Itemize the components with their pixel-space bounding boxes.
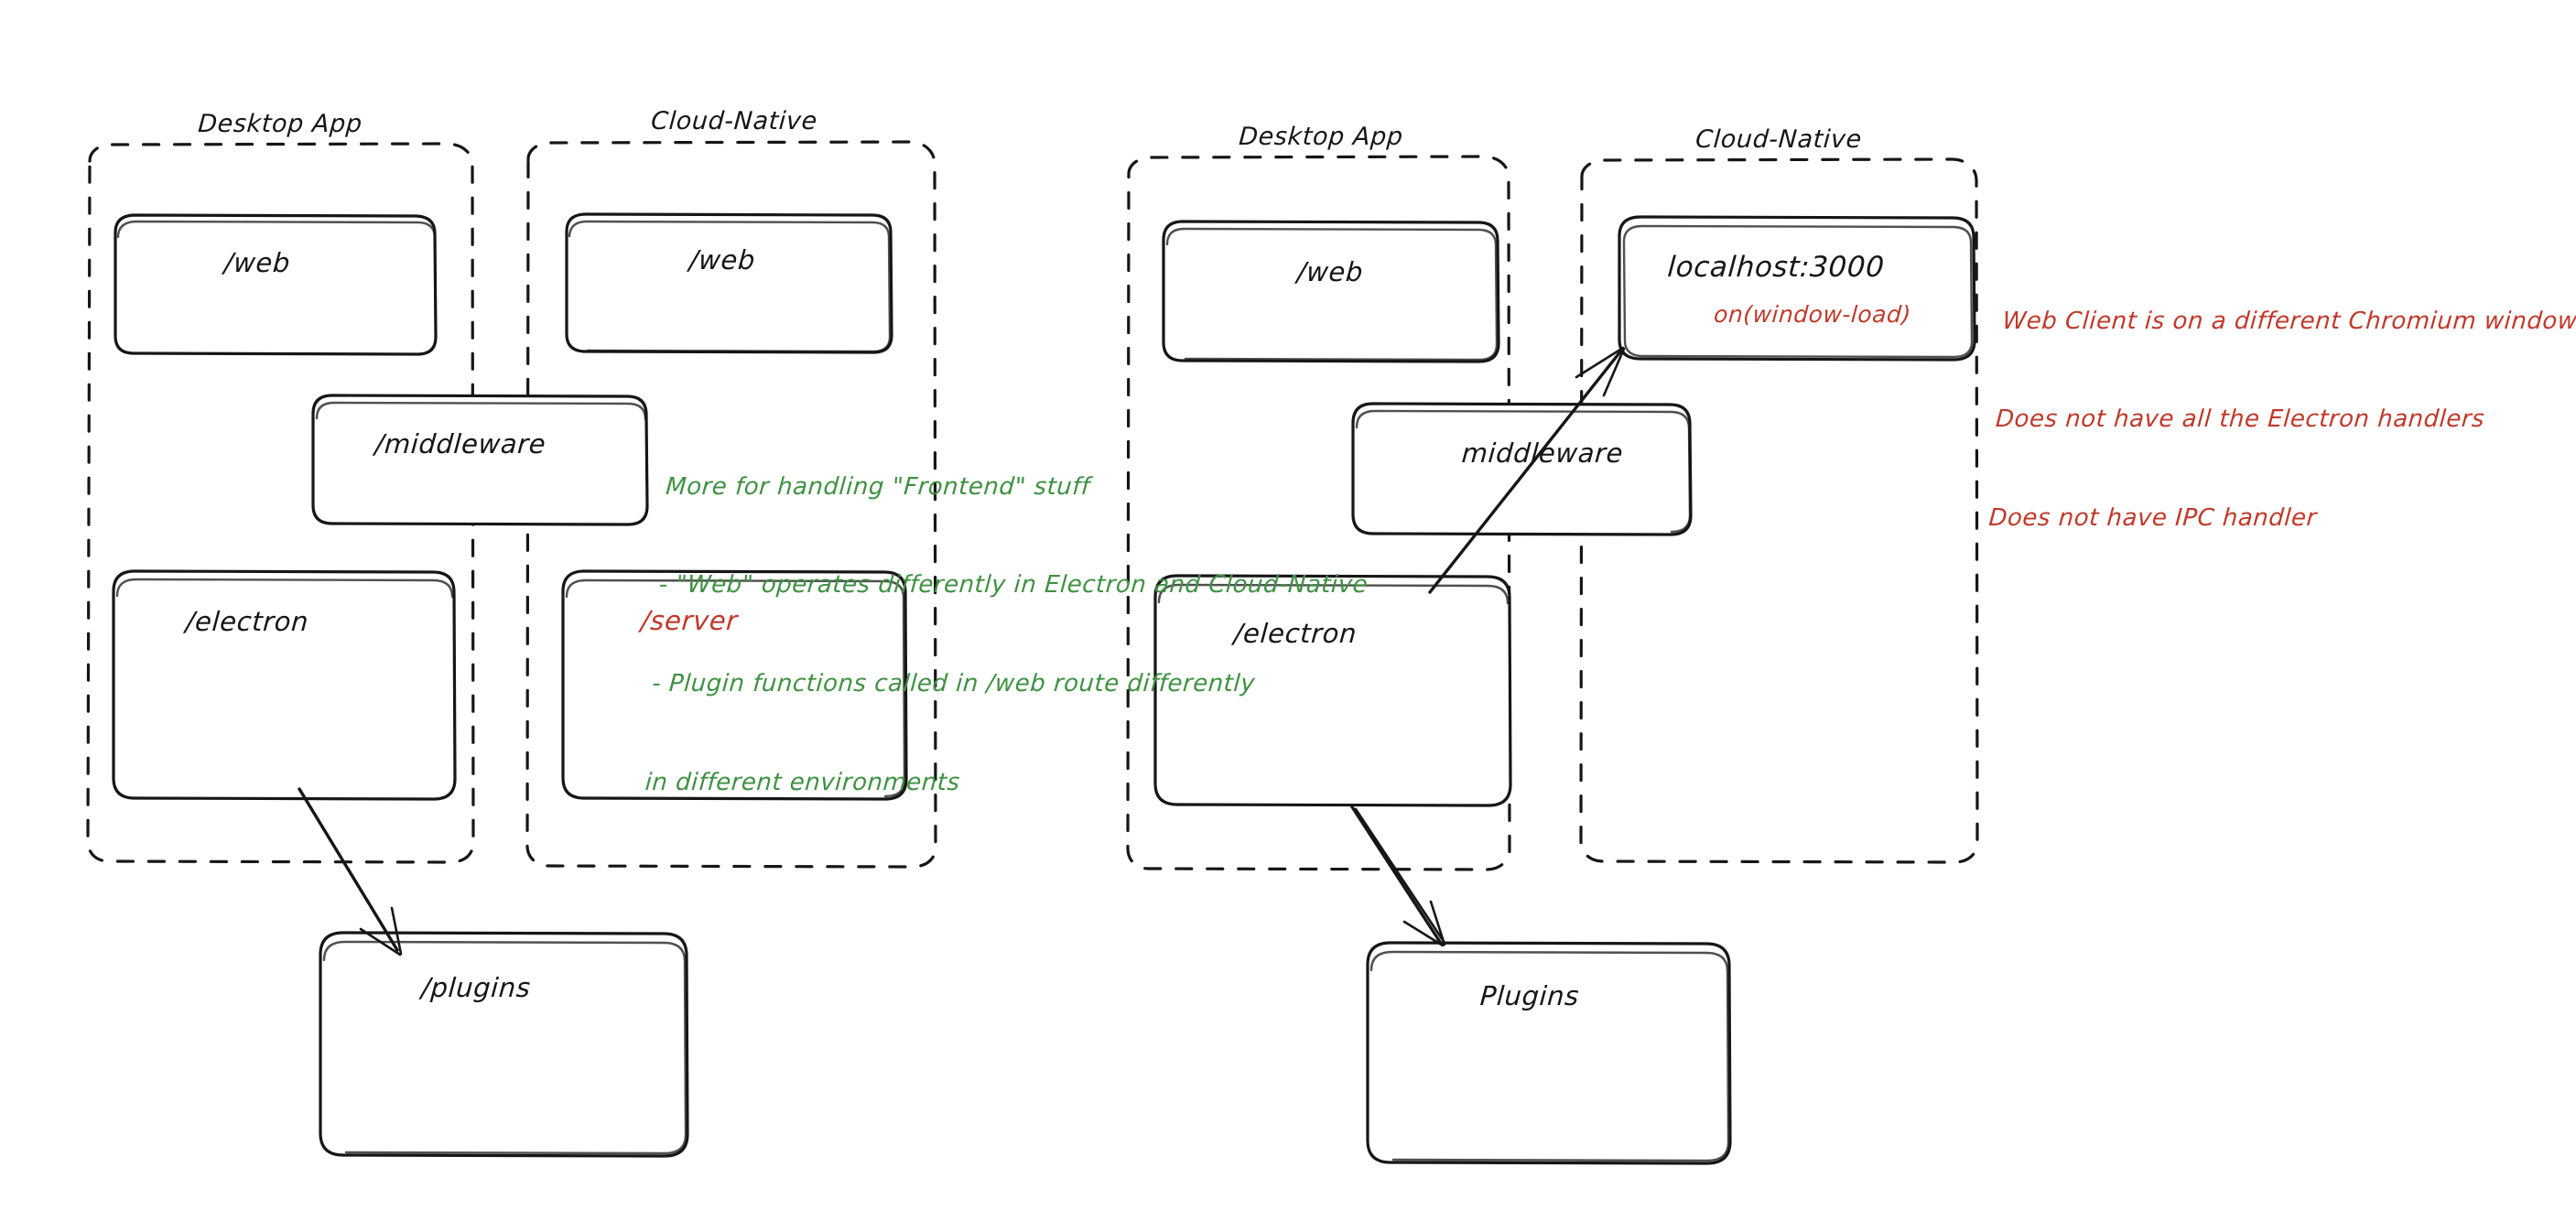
node-label-left-electron: /electron (184, 606, 310, 637)
node-right-plugins (1366, 941, 1732, 1165)
node-left-cloud-web (565, 212, 893, 354)
node-label-left-middleware: /middleware (373, 428, 547, 459)
node-left-plugins (319, 931, 689, 1158)
node-label-right-middleware: middleware (1460, 438, 1625, 469)
node-sublabel-right-localhost: on(window-load) (1713, 301, 1912, 328)
node-right-electron (1153, 574, 1512, 807)
arrow-right-electron-to-plugins (1349, 804, 1446, 947)
group-right-cloud-native (1579, 157, 1979, 864)
arrow-right-electron-to-localhost (1428, 346, 1626, 594)
node-right-middleware (1351, 402, 1693, 536)
group-right-desktop-app (1126, 155, 1511, 871)
group-label-left-desktop-app: Desktop App (197, 110, 363, 138)
node-label-left-desktop-web: /web (222, 247, 292, 278)
arrow-left-electron-to-plugins (298, 787, 403, 956)
node-left-server (561, 569, 908, 801)
annotation-red-line-2: Does not have all the Electron handlers (1995, 405, 2486, 434)
annotation-green-line-2: - "Web" operates differently in Electron… (657, 571, 1369, 600)
node-left-electron (112, 569, 457, 801)
node-left-desktop-web (114, 213, 438, 356)
node-right-desktop-web (1162, 220, 1500, 363)
group-label-right-desktop-app: Desktop App (1238, 123, 1404, 151)
node-label-left-plugins: /plugins (420, 972, 532, 1003)
node-label-right-electron: /electron (1232, 618, 1358, 649)
annotation-green-line-3: - Plugin functions called in /web route … (651, 670, 1257, 697)
group-label-right-cloud-native: Cloud-Native (1694, 125, 1863, 154)
node-left-middleware (311, 394, 649, 526)
annotation-green-line-4: in different environments (644, 768, 961, 796)
annotation-red-line-3: Does not have IPC handler (1987, 504, 2318, 532)
node-label-left-cloud-web: /web (687, 244, 757, 276)
annotation-red: Web Client is on a different Chromium wi… (1983, 240, 2576, 601)
node-label-right-localhost: localhost:3000 (1666, 251, 1886, 284)
group-left-desktop-app (86, 142, 475, 864)
annotation-red-line-1: Web Client is on a different Chromium wi… (2001, 307, 2576, 335)
node-right-localhost (1618, 215, 1976, 362)
node-label-right-plugins: Plugins (1478, 980, 1581, 1011)
annotation-green-line-1: More for handling "Frontend" stuff (665, 472, 1091, 501)
group-label-left-cloud-native: Cloud-Native (650, 107, 818, 135)
node-label-right-desktop-web: /web (1295, 256, 1365, 287)
